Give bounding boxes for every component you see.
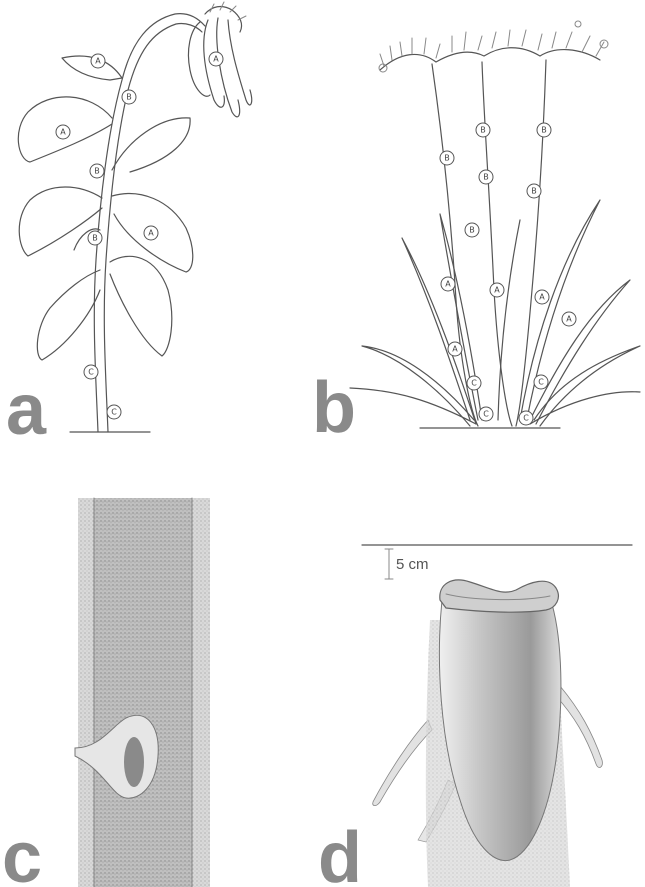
svg-text:B: B — [92, 234, 98, 243]
svg-text:B: B — [126, 93, 132, 102]
panel-b: B B B B B B A A A A A C C C C b — [312, 21, 640, 448]
label-a-leaf-3: A — [56, 125, 70, 139]
bud-scar — [124, 737, 144, 787]
scale-tick — [385, 549, 393, 579]
label-a-stem-1: B — [122, 90, 136, 104]
svg-text:A: A — [95, 57, 101, 66]
panel-label-a: a — [6, 370, 47, 450]
label-a-base-1: C — [84, 365, 98, 379]
side-branch-left — [373, 720, 432, 806]
svg-text:A: A — [494, 286, 500, 295]
leaf-mid-left — [19, 187, 102, 256]
svg-text:B: B — [480, 126, 486, 135]
label-b-base-2: C — [534, 375, 548, 389]
svg-text:B: B — [94, 167, 100, 176]
label-a-stem-2: B — [90, 164, 104, 178]
stem-b-center — [482, 62, 512, 426]
svg-text:C: C — [111, 408, 117, 417]
panel-c: c — [2, 498, 210, 887]
label-b-stem-6: B — [465, 223, 479, 237]
svg-text:C: C — [88, 368, 94, 377]
scale-label: 5 cm — [396, 556, 429, 573]
label-a-leaf-1: A — [91, 54, 105, 68]
svg-text:C: C — [483, 410, 489, 419]
svg-text:B: B — [531, 187, 537, 196]
label-b-stem-1: B — [476, 123, 490, 137]
svg-text:A: A — [566, 315, 572, 324]
panel-label-c: c — [2, 818, 42, 887]
panel-a: A A B A B B A C C a — [6, 2, 252, 450]
svg-text:A: A — [445, 280, 451, 289]
label-b-base-1: C — [467, 376, 481, 390]
main-stem — [94, 14, 205, 432]
label-b-stem-2: B — [537, 123, 551, 137]
label-b-leaf-1: A — [441, 277, 455, 291]
flowerheads — [379, 21, 608, 72]
svg-text:A: A — [213, 55, 219, 64]
svg-text:C: C — [538, 378, 544, 387]
label-b-stem-4: B — [479, 170, 493, 184]
panel-d: 5 cm d — [318, 545, 632, 887]
leaf-b-1 — [362, 346, 474, 426]
leaf-b-7 — [498, 220, 520, 420]
leaf-upper-right — [112, 118, 190, 172]
stem-b-left — [432, 64, 478, 426]
svg-text:C: C — [471, 379, 477, 388]
svg-text:A: A — [60, 128, 66, 137]
label-b-base-4: C — [519, 411, 533, 425]
label-b-leaf-4: A — [562, 312, 576, 326]
panel-label-d: d — [318, 818, 362, 887]
label-a-stem-3: B — [88, 231, 102, 245]
label-a-leaf-2: A — [209, 52, 223, 66]
label-b-stem-5: B — [527, 184, 541, 198]
svg-text:B: B — [469, 226, 475, 235]
label-b-stem-3: B — [440, 151, 454, 165]
svg-text:A: A — [452, 345, 458, 354]
label-b-leaf-2: A — [490, 283, 504, 297]
leaf-b-8 — [350, 388, 476, 424]
svg-text:B: B — [444, 154, 450, 163]
svg-text:B: B — [483, 173, 489, 182]
stem-core — [94, 498, 192, 887]
leaf-b-2 — [402, 238, 476, 424]
svg-text:A: A — [148, 229, 154, 238]
leaf-b-9 — [530, 392, 640, 424]
stem-b-right — [516, 60, 546, 426]
label-a-base-2: C — [107, 405, 121, 419]
label-a-leaf-4: A — [144, 226, 158, 240]
label-b-leaf-3: A — [535, 290, 549, 304]
leaf-b-5 — [534, 346, 640, 426]
svg-text:A: A — [539, 293, 545, 302]
leaf-lower-left — [37, 270, 100, 360]
leaf-lower-right — [110, 256, 172, 356]
svg-text:C: C — [523, 414, 529, 423]
panel-label-b: b — [312, 368, 356, 448]
svg-text:B: B — [541, 126, 547, 135]
label-b-leaf-5: A — [448, 342, 462, 356]
label-b-base-3: C — [479, 407, 493, 421]
